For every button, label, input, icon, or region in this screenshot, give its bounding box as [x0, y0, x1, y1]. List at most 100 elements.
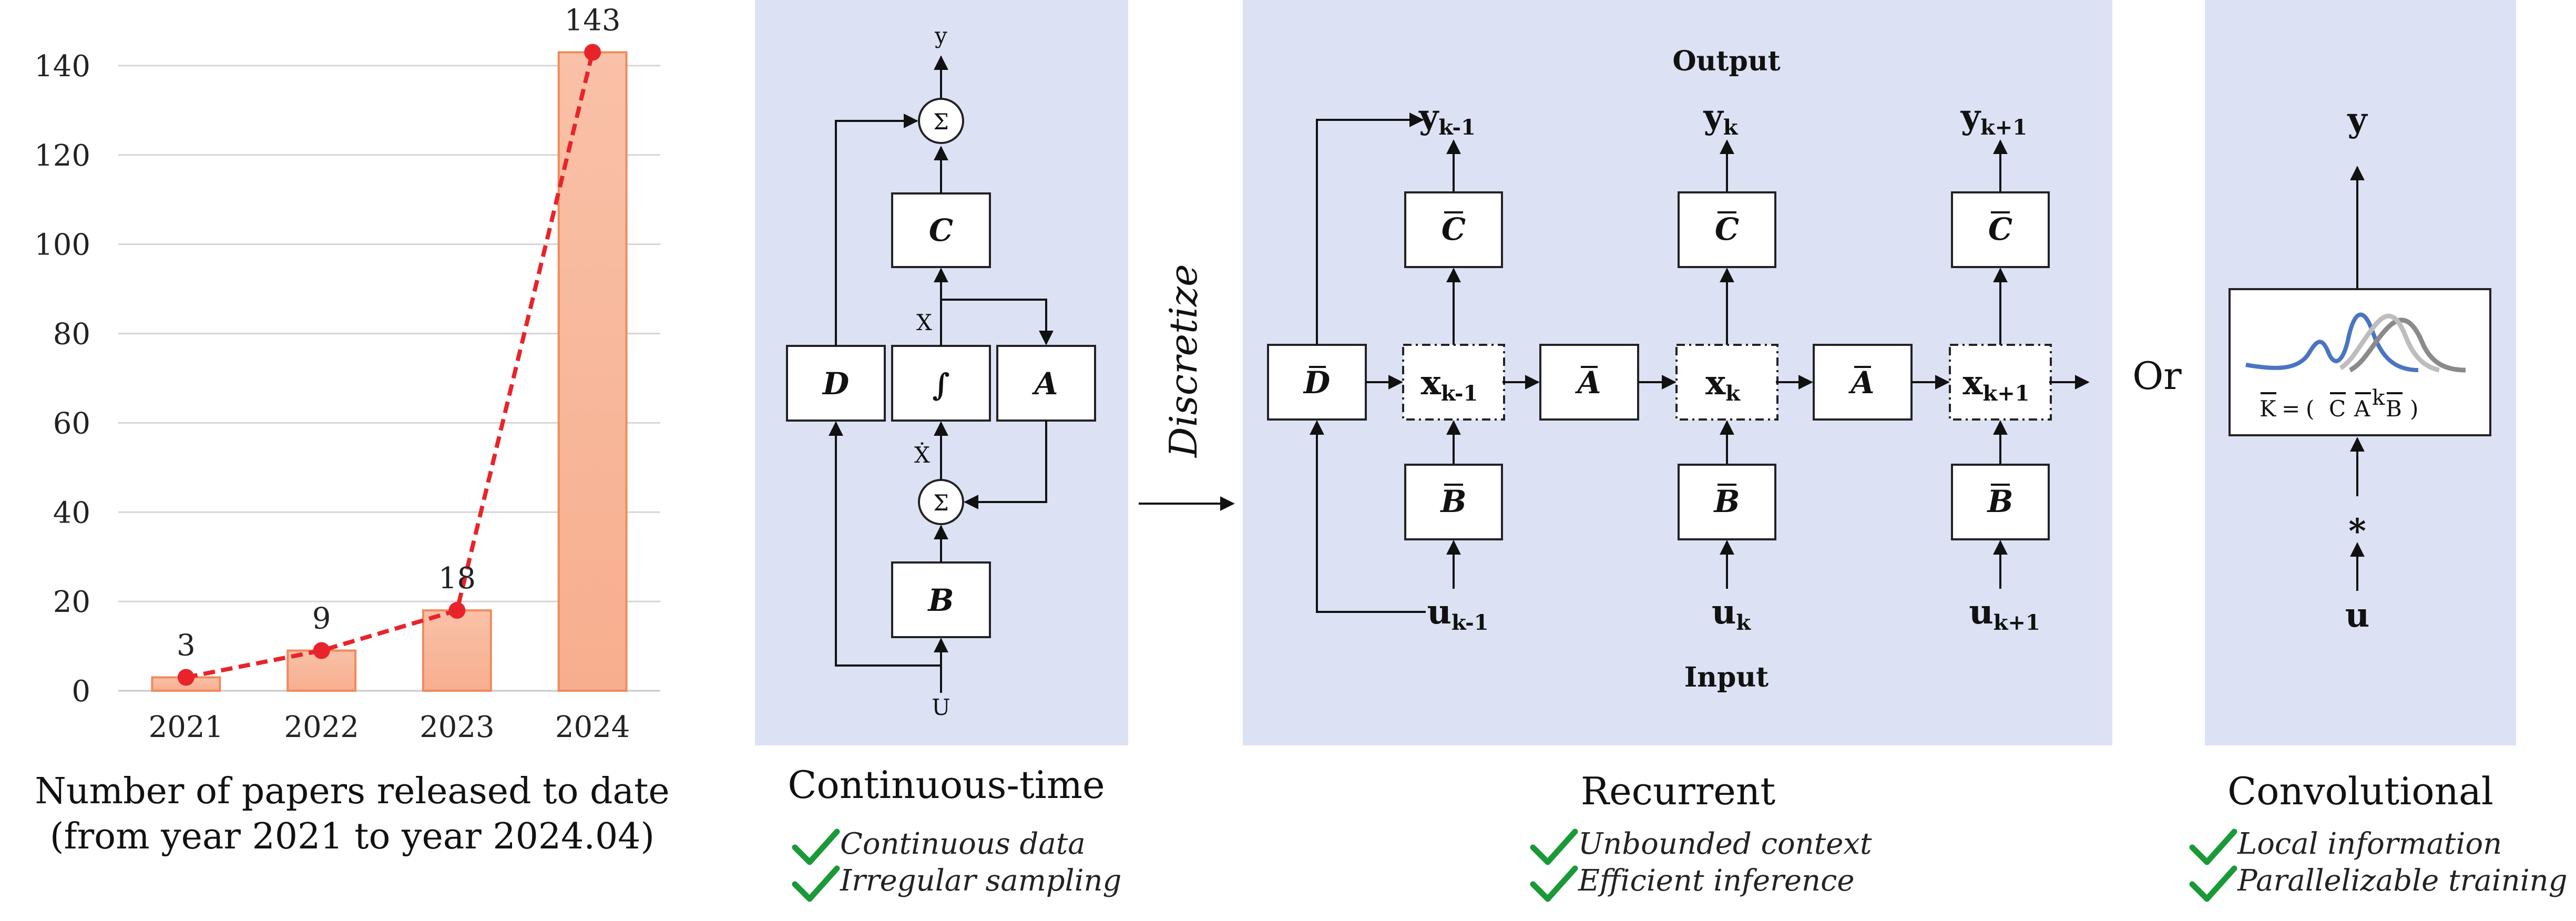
ct-state-xdot: Ẋ [914, 442, 930, 468]
trend-point-2021 [177, 669, 195, 686]
rec-state-box-2 [1949, 344, 2052, 421]
rec-output-y-0: yk-1 [1418, 97, 1476, 140]
ct-output-y: y [934, 23, 947, 48]
ct-label-a: A [1031, 366, 1058, 402]
continuous-title: Continuous-time [788, 763, 1105, 807]
x-tick-2023: 2023 [420, 710, 495, 744]
ct-input-u: U [932, 694, 950, 720]
conv-check-1-label: Local information [2237, 827, 2502, 861]
trend-point-2023 [448, 602, 466, 619]
rec-output-sub-1: k [1723, 115, 1739, 140]
continuous-check-1: Continuous data [792, 827, 1086, 865]
rec-label-c-0: C [1442, 211, 1466, 247]
discretize-label: Discretize [1161, 264, 1205, 458]
check-icon [792, 865, 840, 902]
ct-box-a [996, 345, 1096, 422]
recurrent-input-label: Input [1684, 661, 1769, 693]
rec-label-c-1: C [1715, 211, 1739, 247]
ct-state-x: X [916, 310, 932, 335]
check-icon [792, 828, 840, 865]
chart-caption-line-2: (from year 2021 to year 2024.04) [50, 816, 655, 857]
kernel-c: C [2329, 396, 2346, 422]
chart-bars [151, 51, 628, 692]
trend-line [186, 52, 595, 680]
rec-box-c-2 [1951, 191, 2050, 268]
rec-state-x-1: xk [1705, 363, 1741, 406]
continuous-check-1-label: Continuous data [840, 827, 1086, 861]
data-label-2022: 9 [312, 602, 331, 636]
x-tick-2021: 2021 [149, 710, 224, 744]
rec-box-b-0 [1404, 464, 1503, 540]
rec-output-y-2: yk+1 [1960, 97, 2027, 140]
conv-input-u: u [2345, 596, 2370, 635]
chart-caption-line-1: Number of papers released to date [35, 771, 669, 812]
continuous-check-2: Irregular sampling [792, 864, 1121, 902]
kernel-b: B [2386, 396, 2402, 422]
recurrent-title: Recurrent [1581, 769, 1775, 813]
chart-y-tick-labels: 0 20 40 60 80 100 120 140 [34, 49, 90, 709]
rec-label-d: D [1303, 365, 1330, 401]
bar-2023 [422, 609, 492, 692]
kernel-open: ( [2306, 396, 2314, 422]
ct-sum-bottom: Σ [933, 490, 949, 516]
y-tick-0: 0 [71, 674, 90, 709]
check-icon [1530, 865, 1578, 902]
x-tick-2022: 2022 [284, 710, 359, 744]
kernel-eq: = [2282, 396, 2300, 422]
kernel-curve-lightgray [2339, 313, 2440, 373]
rec-output-y-1: yk [1703, 97, 1739, 140]
rec-label-a-2: A [1848, 365, 1874, 401]
rec-output-sub-0: k-1 [1438, 115, 1476, 140]
y-tick-40: 40 [53, 496, 90, 530]
y-tick-100: 100 [34, 228, 90, 262]
rec-label-b-2: B [1986, 484, 2013, 519]
rec-state-x-2: xk+1 [1962, 363, 2029, 406]
ct-box-d [786, 345, 886, 422]
kernel-a: A [2354, 396, 2370, 422]
rec-state-box-1 [1675, 344, 1778, 421]
kernel-k-exp: k [2372, 386, 2385, 410]
y-tick-140: 140 [34, 49, 90, 84]
rec-input-u-0: uk-1 [1427, 592, 1488, 635]
chart-trend-line [177, 44, 601, 686]
y-tick-20: 20 [53, 585, 90, 619]
convolutional-panel: y K = ( C A k B ) * u Convolutional [2189, 0, 2568, 902]
convolutional-title: Convolutional [2227, 769, 2493, 813]
rec-box-a-1 [1539, 344, 1639, 421]
rec-state-box-0 [1402, 344, 1505, 421]
conv-check-2-label: Parallelizable training [2237, 864, 2568, 898]
data-label-2024: 143 [565, 3, 621, 37]
y-tick-80: 80 [53, 318, 90, 352]
continuous-check-2-label: Irregular sampling [840, 864, 1121, 898]
recurrent-check-2: Efficient inference [1530, 864, 1855, 902]
recurrent-check-2-label: Efficient inference [1578, 864, 1855, 898]
rec-state-x-0: xk-1 [1421, 363, 1478, 406]
trend-point-2022 [313, 642, 330, 659]
ct-sum-top-circle [918, 98, 964, 144]
kernel-formula: K = ( C A k B ) [2260, 386, 2418, 422]
rec-box-b-1 [1678, 464, 1776, 540]
rec-input-u-2: uk+1 [1969, 592, 2040, 635]
ct-label-d: D [822, 366, 849, 402]
ct-box-integrator [891, 345, 991, 422]
or-label: Or [2132, 354, 2182, 398]
conv-check-2: Parallelizable training [2189, 864, 2568, 902]
kernel-k: K [2260, 396, 2277, 422]
chart-gridlines [118, 65, 660, 692]
y-tick-60: 60 [53, 406, 90, 441]
check-icon [2189, 865, 2237, 902]
ct-label-integrator: ∫ [932, 367, 950, 403]
rec-input-u-1: uk [1712, 592, 1752, 635]
rec-label-b-0: B [1439, 484, 1466, 519]
rec-label-a-1: A [1575, 365, 1601, 401]
recurrent-output-label: Output [1672, 45, 1780, 77]
y-tick-120: 120 [34, 139, 90, 173]
recurrent-check-1-label: Unbounded context [1578, 827, 1872, 861]
